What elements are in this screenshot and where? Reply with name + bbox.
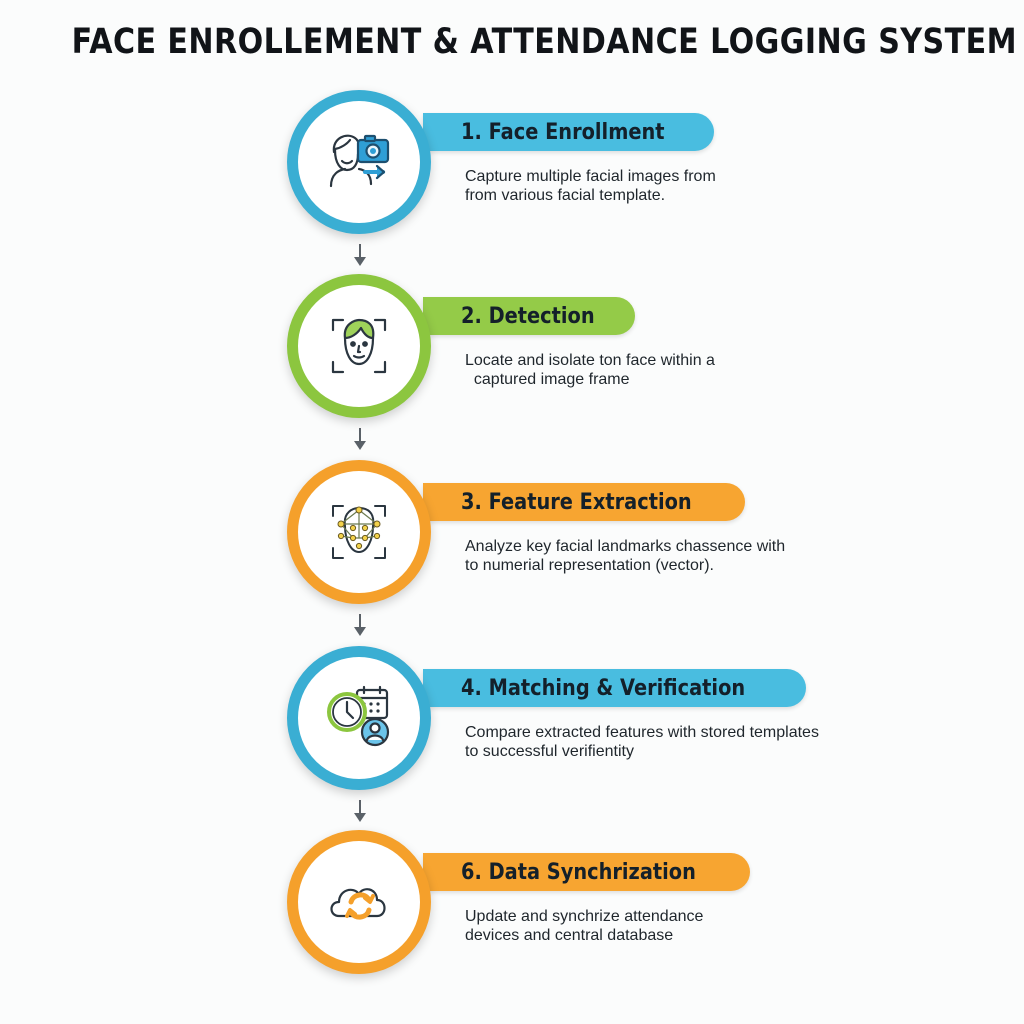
clock-calendar-user-icon <box>327 685 390 747</box>
cloud-sync-icon <box>330 888 386 920</box>
step-data-synchronization: 6. Data Synchrization Update and synchri… <box>0 830 1024 990</box>
step-description: Compare extracted features with stored t… <box>465 723 905 761</box>
step-description-line: to numerial representation (vector). <box>465 557 714 574</box>
step-banner: 4. Matching & Verification <box>423 669 806 707</box>
step-description-line: Locate and isolate ton face within a <box>465 352 715 369</box>
step-description: Capture multiple facial images from from… <box>465 167 905 205</box>
step-description-line: captured image frame <box>465 371 630 388</box>
step-heading: 3. Feature Extraction <box>461 489 692 515</box>
step-matching-verification: 4. Matching & Verification Compare extra… <box>0 646 1024 806</box>
step-face-enrollment: 1. Face Enrollment Capture multiple faci… <box>0 90 1024 250</box>
face-camera-icon <box>329 134 390 188</box>
step-banner: 2. Detection <box>423 297 635 335</box>
step-description: Locate and isolate ton face within a cap… <box>465 351 905 389</box>
step-banner: 1. Face Enrollment <box>423 113 715 151</box>
step-description-line: devices and central database <box>465 927 674 944</box>
step-heading: 6. Data Synchrization <box>461 859 696 885</box>
step-circle <box>287 90 431 234</box>
step-heading: 1. Face Enrollment <box>461 119 665 145</box>
step-circle <box>287 274 431 418</box>
step-circle <box>287 460 431 604</box>
step-heading: 2. Detection <box>461 303 595 329</box>
step-description-line: Capture multiple facial images from <box>465 168 716 185</box>
step-description-line: Update and synchrize attendance <box>465 908 704 925</box>
face-landmarks-icon <box>332 505 386 559</box>
step-description-line: to successful verifientity <box>465 743 634 760</box>
face-detection-icon <box>331 318 387 374</box>
step-description-line: Compare extracted features with stored t… <box>465 724 819 741</box>
page-title: FACE ENROLLEMENT & ATTENDANCE LOGGING SY… <box>71 22 1017 62</box>
step-feature-extraction: 3. Feature Extraction Analyze key facial… <box>0 460 1024 620</box>
step-description: Update and synchrize attendance devices … <box>465 907 905 945</box>
step-circle <box>287 830 431 974</box>
step-description-line: Analyze key facial landmarks chassence w… <box>465 538 786 555</box>
step-circle <box>287 646 431 790</box>
step-description-line: from various facial template. <box>465 187 666 204</box>
step-banner: 3. Feature Extraction <box>423 483 746 521</box>
down-arrow-icon <box>353 428 367 452</box>
down-arrow-icon <box>353 800 367 824</box>
down-arrow-icon <box>353 614 367 638</box>
step-description: Analyze key facial landmarks chassence w… <box>465 537 905 575</box>
step-banner: 6. Data Synchrization <box>423 853 750 891</box>
down-arrow-icon <box>353 244 367 268</box>
step-heading: 4. Matching & Verification <box>461 675 746 701</box>
step-detection: 2. Detection Locate and isolate ton face… <box>0 274 1024 434</box>
